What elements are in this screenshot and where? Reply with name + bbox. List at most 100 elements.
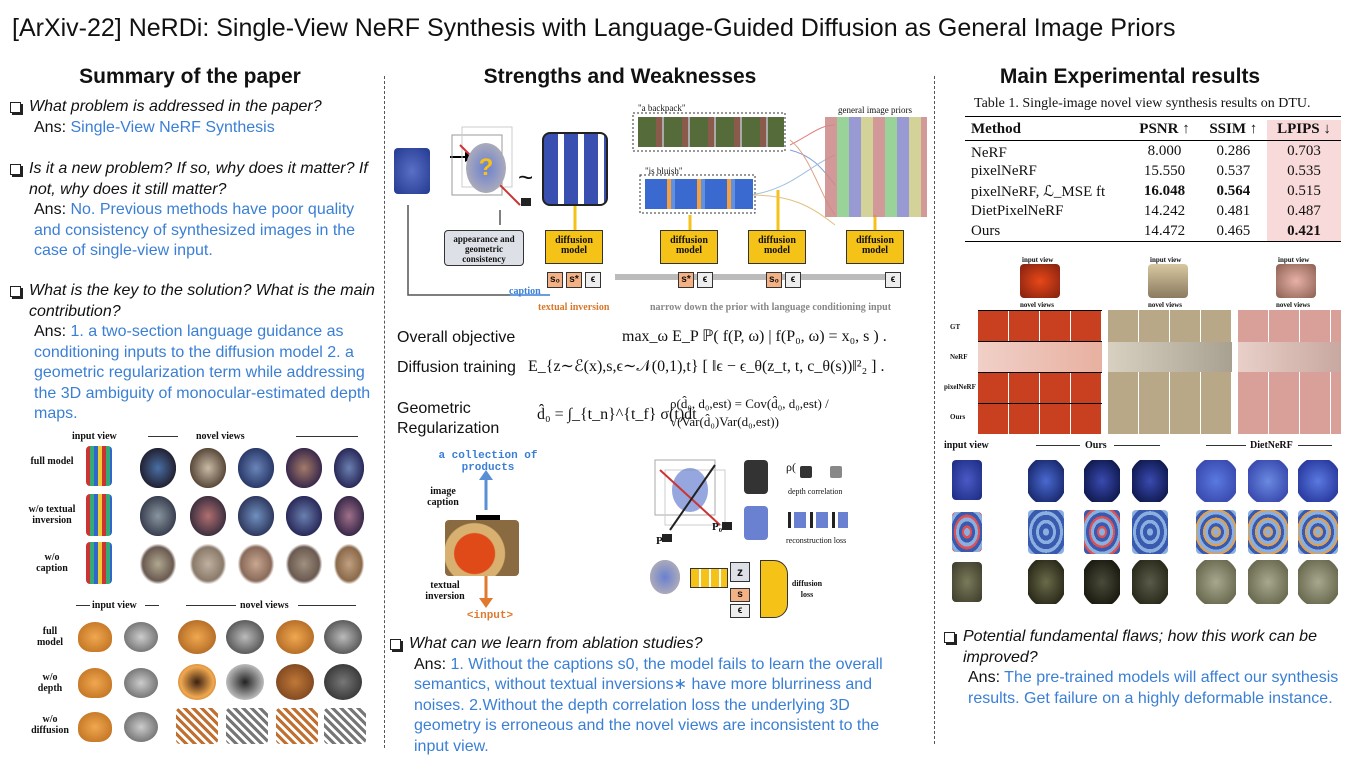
- backpack-input-image: [394, 148, 430, 194]
- table-cell: pixelNeRF: [971, 163, 1037, 179]
- answer-text: 1. Without the captions s0, the model fa…: [414, 655, 883, 755]
- table-rule: [965, 116, 1341, 117]
- tomato-novel-views: [978, 310, 1102, 434]
- table-cell: 16.048: [1143, 183, 1186, 199]
- diet-view: [1196, 560, 1236, 604]
- diet-view: [1196, 460, 1236, 502]
- diffusion-model-box: diffusion model: [545, 230, 603, 264]
- novel-view-image: [190, 544, 226, 584]
- backpack-samples: [638, 117, 784, 147]
- olive-backpack: [952, 562, 982, 602]
- ours-view: [1028, 560, 1064, 604]
- bricks-input: [1148, 264, 1188, 298]
- summary-question-1: What problem is addressed in the paper? …: [10, 97, 382, 138]
- bricks-nerf-row: [1108, 342, 1232, 372]
- general-prior-images: [825, 117, 927, 217]
- question-text: Potential fundamental flaws; how this wo…: [963, 628, 1317, 666]
- caption-label: caption: [509, 286, 541, 297]
- input-view-label: input view: [1278, 256, 1310, 264]
- novel-view-image: [276, 664, 314, 700]
- question-text: What is the key to the solution? What is…: [29, 282, 375, 320]
- croissant-image: [78, 668, 112, 698]
- prompt-label: "is bluish": [645, 166, 683, 176]
- backpack-image: [86, 446, 112, 486]
- novel-view-image: [140, 448, 176, 488]
- ours-view: [1132, 510, 1168, 554]
- answer-text: 1. a two-section language guidance as co…: [34, 323, 371, 422]
- image-caption-label: image caption: [427, 486, 459, 508]
- row-label: GT: [950, 323, 961, 331]
- table-cell: 14.242: [1143, 203, 1186, 219]
- diffusion-model-box: diffusion model: [846, 230, 904, 264]
- render-thumb: [650, 560, 680, 594]
- ours-view: [1084, 560, 1120, 604]
- novel-view-image: [238, 544, 274, 584]
- pigs-novel-views: [1238, 310, 1341, 434]
- prompt-label: "a backpack": [638, 103, 686, 113]
- diffusion-block: [760, 560, 788, 618]
- row-label: Ours: [950, 413, 966, 421]
- column-divider-left: [384, 76, 385, 748]
- nerf-volume: ?: [466, 143, 506, 193]
- novel-depth-image: [226, 664, 264, 700]
- novel-view-image: [334, 496, 364, 536]
- geometric-regularization-equation: d̂₀ = ∫_{t_n}^{t_f} σ(t)dt: [537, 406, 697, 423]
- table-cell: 0.703: [1267, 140, 1341, 162]
- pipeline-arrows: [407, 112, 885, 296]
- table-cell: 14.472: [1143, 222, 1186, 239]
- summary-question-3: What is the key to the solution? What is…: [10, 281, 382, 425]
- novel-view-image: [238, 496, 274, 536]
- depth-glyph: [800, 466, 812, 478]
- answer-text: Single-View NeRF Synthesis: [70, 118, 275, 136]
- patterned-backpack: [952, 512, 982, 552]
- ours-view: [1084, 460, 1120, 502]
- backpack-image: [86, 494, 112, 536]
- rendered-views-box: [542, 132, 608, 206]
- answer-prefix: Ans:: [34, 201, 67, 218]
- input-view-label: input view: [1150, 256, 1182, 264]
- novel-views-label: novel views: [1020, 301, 1055, 309]
- novel-views-label: novel views: [240, 600, 289, 611]
- table-cell: NeRF: [971, 144, 1007, 161]
- table-caption: Table 1. Single-image novel view synthes…: [974, 96, 1311, 111]
- table-cell: DietPixelNeRF: [971, 203, 1064, 219]
- novel-view-image: [286, 544, 322, 584]
- novel-view-image: [334, 448, 364, 488]
- diffusion-model-box: diffusion model: [748, 230, 806, 264]
- table-cell: 0.465: [1216, 222, 1251, 239]
- token-eps: ϵ: [785, 272, 801, 288]
- token-eps: ϵ: [885, 272, 901, 288]
- ablation-question: What can we learn from ablation studies?…: [390, 634, 930, 757]
- checkbox-bullet: [944, 632, 955, 643]
- novel-views-label: novel views: [1148, 301, 1183, 309]
- answer-prefix: Ans:: [34, 323, 67, 340]
- diet-view: [1248, 460, 1288, 502]
- novel-depth-image: [226, 620, 264, 654]
- table-header-row: Method PSNR ↑ SSIM ↑ LPIPS ↓: [965, 120, 1341, 140]
- table-cell: 0.487: [1267, 201, 1341, 222]
- diet-view: [1298, 560, 1338, 604]
- novel-view-image: [276, 620, 314, 654]
- consistency-box: appearance and geometric consistency: [444, 230, 524, 266]
- diet-view: [1248, 560, 1288, 604]
- answer-prefix: Ans:: [414, 655, 447, 673]
- flaws-question: Potential fundamental flaws; how this wo…: [944, 627, 1354, 709]
- table-cell: 0.535: [1267, 161, 1341, 182]
- row-label: w/o textual inversion: [28, 504, 76, 526]
- camera-p-label: P: [656, 535, 663, 547]
- checkbox-bullet: [390, 639, 401, 650]
- input-view-label: input view: [944, 440, 989, 451]
- novel-depth-image: [324, 708, 366, 744]
- novel-view-image: [334, 544, 364, 584]
- textual-inversion-label: textual inversion: [425, 580, 465, 602]
- token-eps: ϵ: [730, 604, 750, 618]
- novel-view-image: [140, 496, 176, 536]
- table-header: SSIM ↑: [1209, 121, 1258, 138]
- question-text: Is it a new problem? If so, why does it …: [29, 160, 368, 198]
- depth-correlation-label: depth correlation: [788, 487, 843, 496]
- table-header: PSNR ↑: [1139, 121, 1190, 138]
- diffusion-loss-label: diffusion loss: [791, 579, 823, 599]
